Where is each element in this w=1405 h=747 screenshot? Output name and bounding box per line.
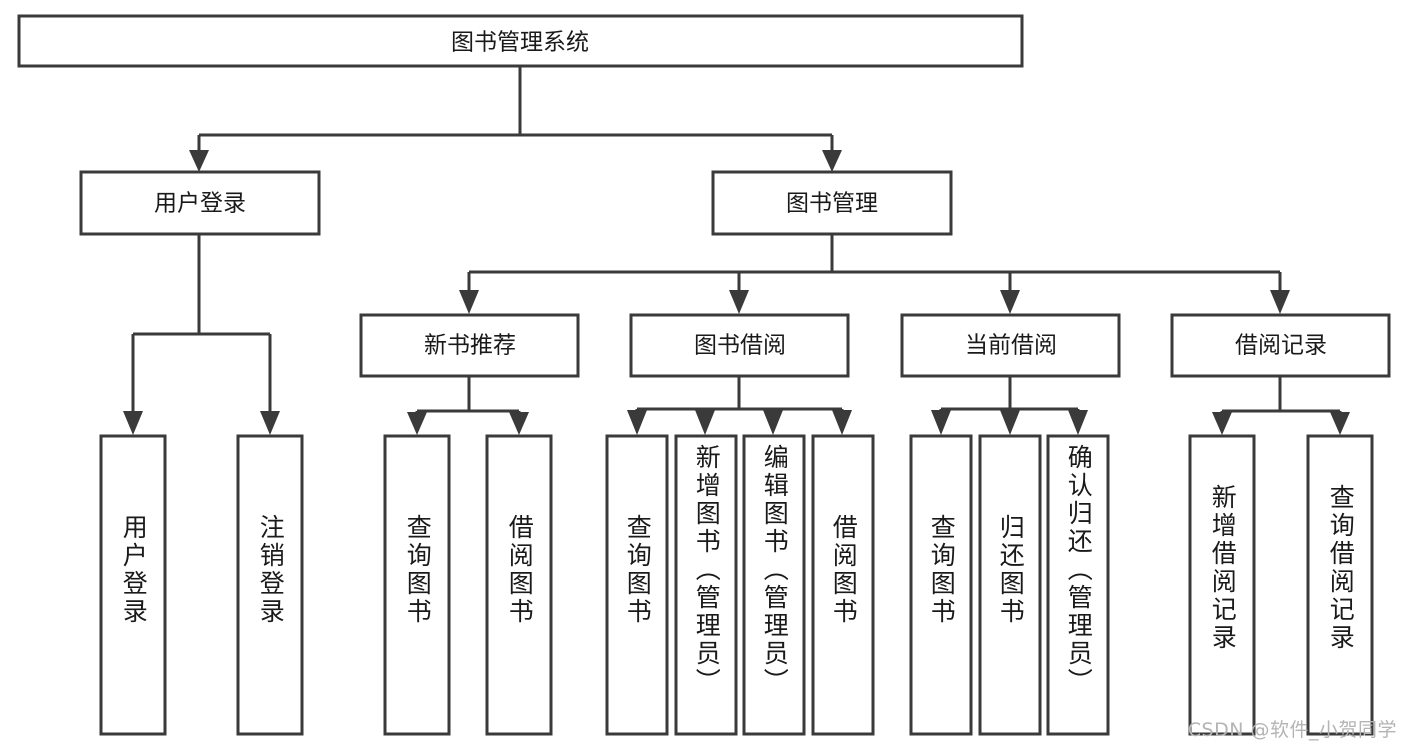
node-root-label: 图书管理系统	[451, 30, 589, 56]
arrow-head-borrow-record-leaf-1	[1212, 412, 1232, 435]
node-book-manage[interactable]: 图书管理	[711, 170, 953, 236]
leaf-box-current-borrow-2[interactable]	[978, 434, 1042, 736]
node-root-box	[17, 14, 1024, 68]
leaf-box-new-book-1[interactable]	[383, 434, 451, 736]
arrow-head-book-borrow-leaf-4	[832, 410, 852, 435]
node-book-borrow[interactable]: 图书借阅	[629, 313, 850, 378]
leaf-box-book-borrow-4[interactable]	[811, 434, 875, 736]
leaf-box-current-borrow-1[interactable]	[909, 434, 973, 736]
arrow-head-current-borrow-leaf-2	[1000, 410, 1020, 435]
leaf-box-current-borrow-3[interactable]	[1046, 434, 1110, 736]
arrow-head-current-borrow	[1000, 290, 1020, 314]
node-user-login-box	[79, 170, 321, 236]
csdn-watermark: CSDN @软件_小贺同学	[1187, 719, 1397, 741]
leaf-box-user-login-2[interactable]	[236, 434, 304, 736]
leaf-box-new-book-2[interactable]	[485, 434, 553, 736]
leaf-box-book-borrow-2[interactable]	[674, 434, 738, 736]
node-new-book-recommend-label: 新书推荐	[424, 333, 516, 359]
node-current-borrow-box	[900, 313, 1121, 378]
node-user-login-label: 用户登录	[154, 191, 246, 217]
arrow-head-user-login	[189, 150, 209, 172]
arrow-head-book-borrow-leaf-2	[695, 410, 715, 435]
node-borrow-record-label: 借阅记录	[1235, 333, 1327, 359]
arrow-head-book-borrow-leaf-1	[627, 410, 647, 435]
node-new-book-recommend-box	[359, 313, 580, 378]
arrow-head-new-book-leaf-2	[509, 412, 529, 435]
leaf-box-book-borrow-3[interactable]	[742, 434, 806, 736]
node-user-login[interactable]: 用户登录	[79, 170, 321, 236]
arrow-head-new-book	[459, 290, 479, 314]
node-root[interactable]: 图书管理系统	[17, 14, 1024, 68]
leaf-box-borrow-record-2[interactable]	[1306, 434, 1374, 736]
node-borrow-record[interactable]: 借阅记录	[1170, 313, 1391, 378]
node-book-borrow-box	[629, 313, 850, 378]
leaf-box-user-login-1[interactable]	[99, 434, 167, 736]
node-current-borrow[interactable]: 当前借阅	[900, 313, 1121, 378]
node-book-borrow-label: 图书借阅	[694, 333, 786, 359]
node-book-manage-label: 图书管理	[786, 191, 878, 217]
leaf-box-book-borrow-1[interactable]	[605, 434, 669, 736]
node-new-book-recommend[interactable]: 新书推荐	[359, 313, 580, 378]
arrow-head-current-borrow-leaf-1	[931, 410, 951, 435]
arrow-head-current-borrow-leaf-3	[1068, 410, 1088, 435]
node-borrow-record-box	[1170, 313, 1391, 378]
node-current-borrow-label: 当前借阅	[965, 333, 1057, 359]
connector-group	[123, 66, 1350, 435]
arrow-head-book-manage	[822, 150, 842, 172]
arrow-head-borrow-record-leaf-2	[1330, 412, 1350, 435]
arrow-head-book-borrow	[729, 290, 749, 314]
arrow-head-new-book-leaf-1	[407, 412, 427, 435]
arrow-head-book-borrow-leaf-3	[763, 410, 783, 435]
arrow-head-user-login-leaf-2	[260, 411, 280, 435]
node-book-manage-box	[711, 170, 953, 236]
arrow-head-borrow-record	[1270, 290, 1290, 314]
arrow-head-user-login-leaf-1	[123, 411, 143, 435]
leaf-box-borrow-record-1[interactable]	[1188, 434, 1256, 736]
